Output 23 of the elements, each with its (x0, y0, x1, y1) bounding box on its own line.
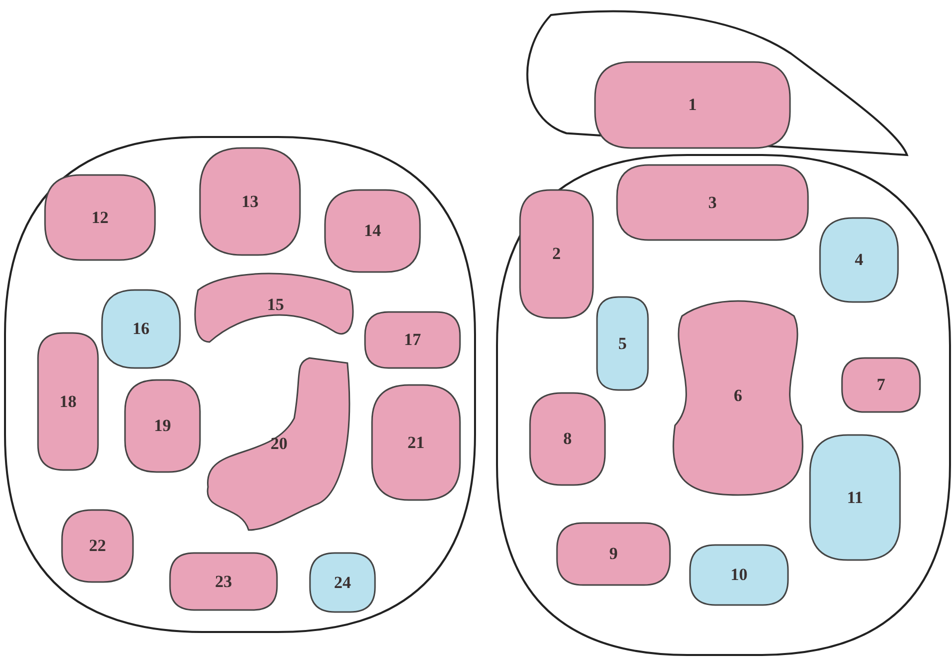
numbered-region: 22 (62, 510, 133, 582)
numbered-region: 13 (200, 148, 300, 255)
numbered-region: 14 (325, 190, 420, 272)
numbered-region: 10 (690, 545, 788, 605)
region-outline (5, 137, 475, 632)
numbered-region: 8 (530, 393, 605, 485)
numbered-region: 3 (617, 165, 808, 240)
numbered-region: 9 (557, 523, 670, 585)
numbered-region: 5 (597, 297, 648, 390)
numbered-region: 17 (365, 312, 460, 368)
region-outline (497, 155, 950, 655)
numbered-region: 12 (45, 175, 155, 260)
numbered-region: 7 (842, 358, 920, 412)
numbered-region: 1 (595, 62, 790, 148)
numbered-region: 19 (125, 380, 200, 472)
numbered-region: 4 (820, 218, 898, 302)
numbered-region: 21 (372, 385, 460, 500)
numbered-region: 24 (310, 553, 375, 612)
numbered-region: 16 (102, 290, 180, 368)
numbered-region: 23 (170, 553, 277, 610)
numbered-region: 11 (810, 435, 900, 560)
numbered-region: 18 (38, 333, 98, 470)
numbered-region: 2 (520, 190, 593, 318)
